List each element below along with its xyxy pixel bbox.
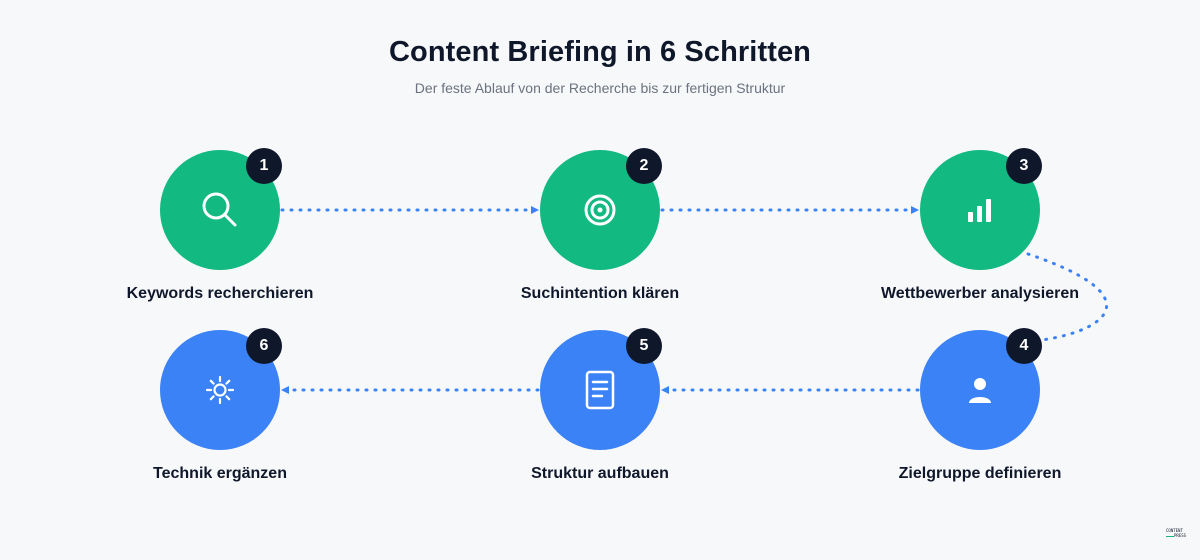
user-icon bbox=[969, 378, 991, 403]
step-number-badge: 5 bbox=[626, 328, 662, 364]
page-title: Content Briefing in 6 Schritten bbox=[389, 36, 811, 68]
step-number-badge: 1 bbox=[246, 148, 282, 184]
step-2: 2 Suchintention klären bbox=[521, 148, 679, 302]
document-icon bbox=[585, 370, 615, 410]
step-label: Keywords recherchieren bbox=[126, 285, 314, 302]
logo-bar bbox=[1166, 535, 1174, 537]
brand-logo: CONTENT PRESS bbox=[1166, 528, 1188, 546]
target-icon bbox=[584, 194, 616, 226]
step-label: Technik ergänzen bbox=[153, 465, 287, 482]
step-number-badge: 2 bbox=[626, 148, 662, 184]
step-number-badge: 4 bbox=[1006, 328, 1042, 364]
step-3: 3 Wettbewerber analysieren bbox=[881, 148, 1079, 302]
bar-chart-icon bbox=[968, 199, 991, 222]
step-number-badge: 6 bbox=[246, 328, 282, 364]
step-4: 4 Zielgruppe definieren bbox=[899, 328, 1061, 482]
step-number-badge: 3 bbox=[1006, 148, 1042, 184]
step-label: Suchintention klären bbox=[520, 285, 680, 302]
settings-icon bbox=[205, 375, 235, 405]
search-icon bbox=[202, 192, 237, 227]
step-label: Zielgruppe definieren bbox=[898, 465, 1062, 482]
step-6: 6 Technik ergänzen bbox=[153, 328, 287, 482]
step-label: Wettbewerber analysieren bbox=[880, 285, 1079, 302]
step-label: Struktur aufbauen bbox=[531, 465, 669, 482]
logo-line-2: PRESS bbox=[1174, 533, 1187, 538]
connector-3-4 bbox=[1026, 252, 1108, 342]
page-subtitle: Der feste Ablauf von der Recherche bis z… bbox=[414, 80, 786, 96]
step-1: 1 Keywords recherchieren bbox=[127, 148, 313, 302]
step-5: 5 Struktur aufbauen bbox=[531, 328, 669, 482]
logo-line-1: CONTENT bbox=[1166, 528, 1183, 533]
